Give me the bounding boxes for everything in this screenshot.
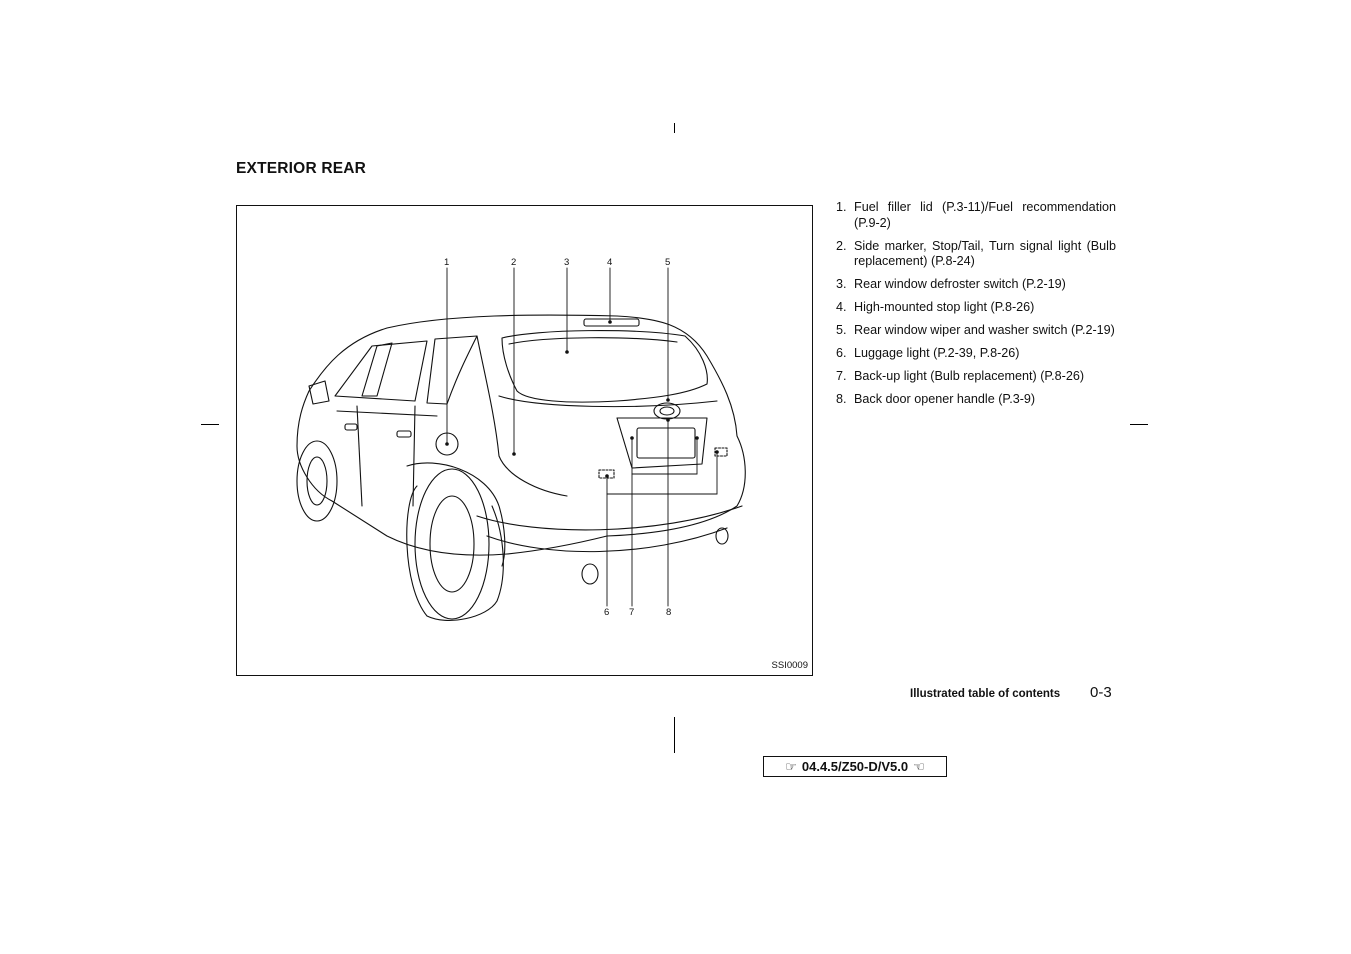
page-number: 0-3 bbox=[1090, 684, 1112, 701]
callout-3: 3 bbox=[564, 257, 570, 268]
callout-7: 7 bbox=[629, 607, 635, 618]
legend-item: 5. Rear window wiper and washer switch (… bbox=[836, 323, 1116, 339]
version-label: 04.4.5/Z50-D/V5.0 bbox=[801, 759, 909, 774]
legend-number: 6. bbox=[836, 346, 847, 360]
legend-item: 3. Rear window defroster switch (P.2-19) bbox=[836, 277, 1116, 293]
footer-section-title: Illustrated table of contents bbox=[910, 688, 1061, 700]
callout-5: 5 bbox=[665, 257, 671, 268]
legend-text: Fuel filler lid (P.3-11)/Fuel recommenda… bbox=[854, 200, 1116, 230]
legend-number: 1. bbox=[836, 200, 847, 214]
callout-8: 8 bbox=[666, 607, 672, 618]
legend-text: Side marker, Stop/Tail, Turn signal ligh… bbox=[854, 238, 1116, 269]
crop-mark-right bbox=[1130, 424, 1148, 425]
legend-item: 2. Side marker, Stop/Tail, Turn signal l… bbox=[836, 239, 1116, 270]
legend-number: 3. bbox=[836, 277, 847, 291]
legend-number: 2. bbox=[836, 238, 847, 253]
figure-code: SSI0009 bbox=[771, 660, 808, 671]
callout-2: 2 bbox=[511, 257, 517, 268]
legend-item: 6. Luggage light (P.2-39, P.8-26) bbox=[836, 346, 1116, 362]
legend-text: Back-up light (Bulb replacement) (P.8-26… bbox=[854, 369, 1085, 383]
exterior-rear-illustration: 1 2 3 4 5 6 7 8 SSI0009 bbox=[236, 205, 813, 676]
legend-number: 7. bbox=[836, 369, 847, 383]
legend-item: 4. High-mounted stop light (P.8-26) bbox=[836, 300, 1116, 316]
crop-mark-top bbox=[674, 123, 675, 133]
legend-number: 8. bbox=[836, 392, 847, 406]
crop-mark-left bbox=[201, 424, 219, 425]
legend-list: 1. Fuel filler lid (P.3-11)/Fuel recomme… bbox=[836, 200, 1116, 415]
pointing-hand-left-icon: ☜ bbox=[913, 758, 925, 774]
crop-mark-bottom bbox=[674, 717, 675, 753]
legend-text: High-mounted stop light (P.8-26) bbox=[854, 300, 1035, 314]
callout-6: 6 bbox=[604, 607, 610, 618]
legend-text: Rear window wiper and washer switch (P.2… bbox=[854, 323, 1115, 337]
legend-item: 1. Fuel filler lid (P.3-11)/Fuel recomme… bbox=[836, 200, 1116, 231]
legend-item: 8. Back door opener handle (P.3-9) bbox=[836, 392, 1116, 408]
legend-number: 5. bbox=[836, 323, 847, 337]
legend-number: 4. bbox=[836, 300, 847, 314]
legend-text: Rear window defroster switch (P.2-19) bbox=[854, 277, 1066, 291]
legend-text: Luggage light (P.2-39, P.8-26) bbox=[854, 346, 1020, 360]
pointing-hand-right-icon: ☞ bbox=[785, 758, 797, 774]
legend-text: Back door opener handle (P.3-9) bbox=[854, 392, 1036, 406]
legend-item: 7. Back-up light (Bulb replacement) (P.8… bbox=[836, 369, 1116, 385]
version-box: ☞ 04.4.5/Z50-D/V5.0 ☜ bbox=[763, 756, 947, 777]
callout-1: 1 bbox=[444, 257, 450, 268]
vehicle-rear-drawing bbox=[296, 267, 746, 621]
callout-4: 4 bbox=[607, 257, 613, 268]
page-title: EXTERIOR REAR bbox=[236, 160, 367, 177]
